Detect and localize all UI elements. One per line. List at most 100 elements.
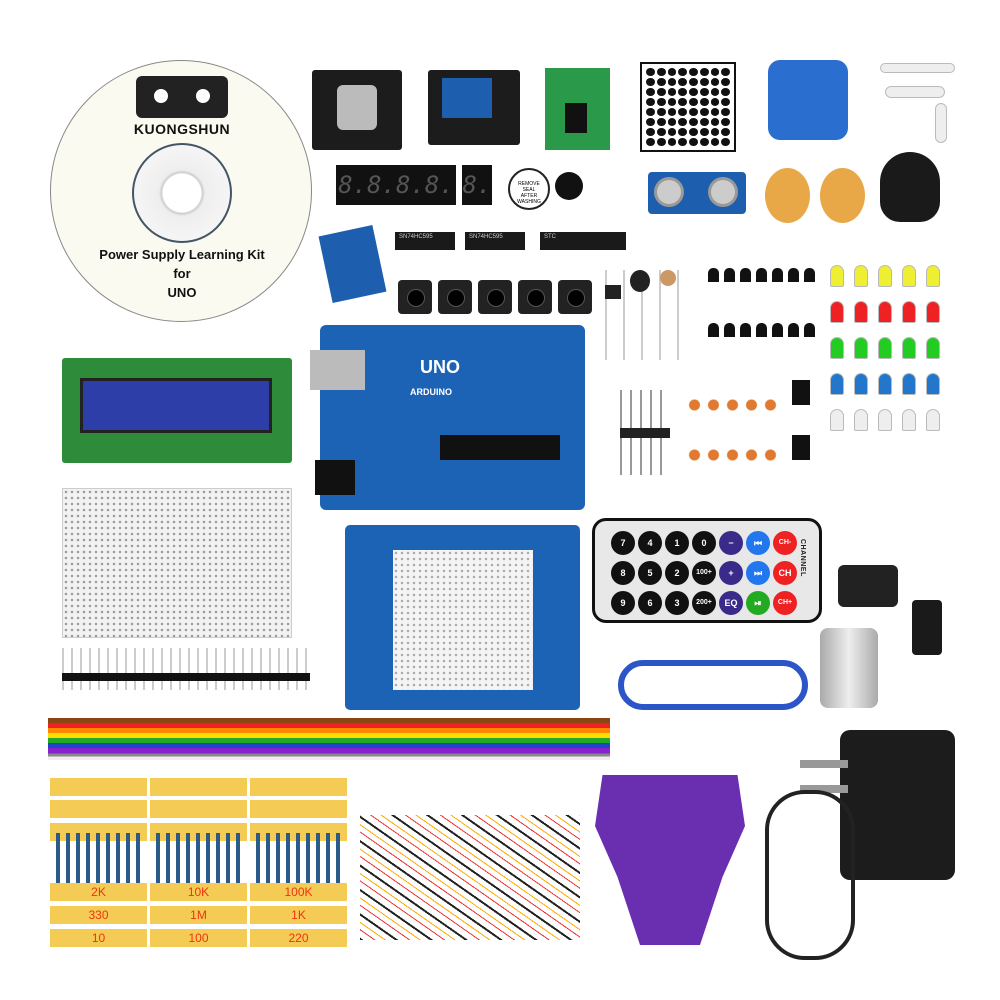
cd-hub xyxy=(132,143,232,243)
led xyxy=(926,265,940,287)
shift-register-chip: SN74HC595 xyxy=(395,232,455,250)
breadboard xyxy=(62,488,292,638)
passive-buzzer xyxy=(555,172,583,200)
matrix-dot xyxy=(667,128,677,136)
remote-key: 3 xyxy=(665,591,689,615)
matrix-dot xyxy=(721,108,730,116)
adapter-prongs xyxy=(800,760,848,768)
resistor-value-label: 1M xyxy=(150,906,247,924)
led xyxy=(854,337,868,359)
matrix-dot xyxy=(699,108,709,116)
matrix-dot xyxy=(667,68,677,76)
matrix-dot xyxy=(678,78,687,86)
remote-key: CH- xyxy=(773,531,797,555)
lcd-screen xyxy=(80,378,272,433)
transistor xyxy=(740,323,751,337)
remote-key: 1 xyxy=(665,531,689,555)
transistor xyxy=(788,268,799,282)
remote-key: 9 xyxy=(611,591,635,615)
matrix-dot xyxy=(678,68,687,76)
matrix-dot xyxy=(646,78,655,86)
led xyxy=(830,265,844,287)
matrix-dot xyxy=(710,138,720,146)
paper-strip xyxy=(250,778,347,796)
matrix-dot xyxy=(689,108,698,116)
stepper-driver-board xyxy=(545,68,610,150)
led xyxy=(902,409,916,431)
remote-key: 5 xyxy=(638,561,662,585)
remote-key: 7 xyxy=(611,531,635,555)
software-cd: KUONGSHUN Power Supply Learning Kit for … xyxy=(50,60,312,322)
adapter-cable xyxy=(765,790,855,960)
matrix-dot xyxy=(710,78,720,86)
microcontroller-chip: STC xyxy=(540,232,626,250)
led xyxy=(830,301,844,323)
transistor xyxy=(772,323,783,337)
uno-label: UNO xyxy=(420,357,460,377)
matrix-dot xyxy=(678,128,687,136)
power-adapter xyxy=(840,730,955,880)
single-digit-display: 8. xyxy=(462,165,492,205)
led-matrix xyxy=(640,62,736,152)
resistor-value-label: 220 xyxy=(250,929,347,947)
matrix-dot xyxy=(646,88,655,96)
transistor xyxy=(788,323,799,337)
matrix-dot xyxy=(721,68,730,76)
active-buzzer: REMOVE SEAL AFTER WASHING xyxy=(508,168,550,210)
matrix-dot xyxy=(699,78,709,86)
transistor xyxy=(756,268,767,282)
matrix-dot xyxy=(721,78,730,86)
matrix-dot xyxy=(721,138,730,146)
prototype-shield xyxy=(345,525,580,710)
matrix-dot xyxy=(689,68,698,76)
matrix-dot xyxy=(656,98,666,106)
transistor xyxy=(724,268,735,282)
matrix-dot xyxy=(656,78,666,86)
matrix-dot xyxy=(689,128,698,136)
matrix-dot xyxy=(721,128,730,136)
matrix-dot xyxy=(689,138,698,146)
four-digit-display: 8.8.8.8. xyxy=(336,165,456,205)
led xyxy=(926,373,940,395)
remote-key: 8 xyxy=(611,561,635,585)
remote-key: ⏭ xyxy=(746,561,770,585)
matrix-dot xyxy=(656,128,666,136)
resistor-value-label: 10K xyxy=(150,883,247,901)
matrix-dot xyxy=(699,98,709,106)
remote-key: CH xyxy=(773,561,797,585)
diodes xyxy=(620,390,670,475)
push-button xyxy=(518,280,552,314)
kuongshun-logo xyxy=(136,76,228,118)
transistor xyxy=(740,268,751,282)
transistor xyxy=(708,268,719,282)
led xyxy=(902,301,916,323)
paper-strip xyxy=(150,778,247,796)
led xyxy=(902,373,916,395)
matrix-dot xyxy=(710,128,720,136)
potentiometer xyxy=(820,168,865,223)
remote-key: ⏯ xyxy=(746,591,770,615)
remote-key: 4 xyxy=(638,531,662,555)
matrix-dot xyxy=(656,108,666,116)
matrix-dot xyxy=(646,118,655,126)
resistor-value-label: 100 xyxy=(150,929,247,947)
remote-key: 0 xyxy=(692,531,716,555)
servo-motor xyxy=(768,60,848,140)
matrix-dot xyxy=(710,118,720,126)
potentiometer xyxy=(765,168,810,223)
led xyxy=(878,409,892,431)
matrix-dot xyxy=(646,128,655,136)
remote-key: + xyxy=(719,561,743,585)
paper-strip xyxy=(50,778,147,796)
matrix-dot xyxy=(667,88,677,96)
transistor xyxy=(724,323,735,337)
matrix-dot xyxy=(667,78,677,86)
led xyxy=(830,409,844,431)
remote-key: CH+ xyxy=(773,591,797,615)
transistor xyxy=(772,268,783,282)
matrix-dot xyxy=(699,88,709,96)
matrix-dot xyxy=(689,78,698,86)
matrix-dot xyxy=(721,98,730,106)
